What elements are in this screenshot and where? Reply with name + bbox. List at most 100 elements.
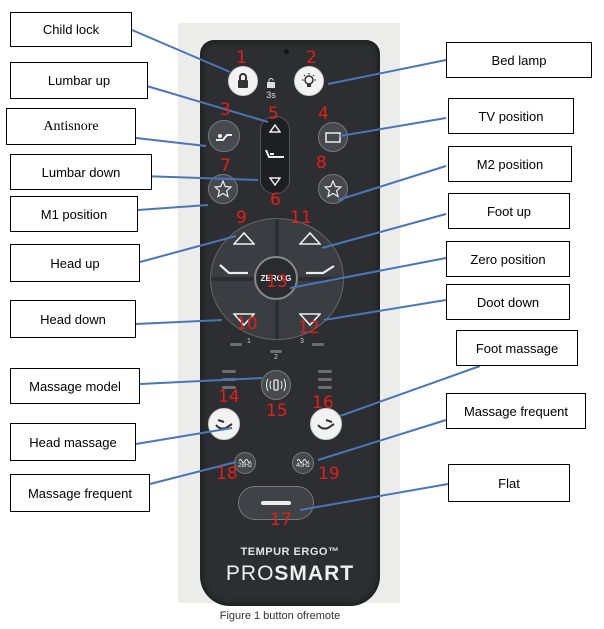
indicator-3: [312, 343, 324, 346]
indicator-1: [230, 343, 242, 346]
foot-bed-icon: [306, 265, 335, 275]
figure-caption: Figure 1 button ofremote: [219, 610, 341, 622]
zero-g-label: ZERO G: [260, 273, 292, 283]
leader-bed-lamp: [327, 59, 447, 85]
massage-mode-button[interactable]: [261, 370, 291, 400]
leader-head-massage: [135, 427, 233, 445]
foot-massage-level-1: [318, 370, 332, 373]
foot-massage-icon: [317, 419, 335, 430]
leader-foot-down: [323, 299, 447, 321]
unlock-timer-icon: 3s: [262, 78, 280, 108]
leader-m2: [337, 165, 447, 201]
brand-smart: SMART: [274, 562, 355, 585]
foot-massage-level-2: [318, 378, 332, 381]
tv-position-button[interactable]: [318, 122, 348, 152]
number-13: 13: [266, 272, 288, 292]
label-massage-frequent-right: Massage frequent: [446, 393, 586, 429]
lumbar-rocker: [260, 116, 290, 194]
foot-massage-button[interactable]: [310, 408, 342, 440]
leader-lumbar-down: [141, 175, 259, 181]
number-12: 12: [298, 318, 320, 338]
leader-head-up: [139, 235, 237, 263]
wave-icon: [297, 458, 309, 463]
leader-m1: [137, 204, 209, 211]
label-child-lock: Child lock: [10, 12, 132, 47]
child-lock-button[interactable]: [228, 66, 258, 96]
number-2: 2: [306, 48, 317, 68]
leader-flat: [299, 483, 449, 511]
freq-40hz-label: 40Hz: [295, 462, 310, 469]
flat-button[interactable]: [238, 486, 314, 520]
label-massage-model: Massage model: [10, 368, 140, 404]
bed-lamp-button[interactable]: [294, 66, 324, 96]
head-up-arrow-icon[interactable]: [233, 231, 255, 245]
ir-sensor: [284, 49, 289, 54]
label-zero-position: Zero position: [446, 241, 570, 277]
lumbar-down-icon[interactable]: [269, 177, 281, 187]
lock-timer-label: 3s: [266, 90, 276, 100]
lumbar-up-icon[interactable]: [269, 123, 281, 133]
wave-icon: [239, 458, 251, 463]
indicator-3-label: 3: [300, 338, 304, 345]
number-3: 3: [220, 100, 231, 120]
leader-foot-up: [321, 213, 447, 249]
indicator-2-label: 2: [274, 354, 278, 361]
number-6: 6: [270, 190, 281, 210]
antisnore-button[interactable]: [208, 120, 240, 152]
leader-freq-left: [149, 461, 237, 485]
label-m2-position: M2 position: [448, 146, 572, 182]
label-head-massage: Head massage: [10, 423, 136, 461]
star-1-icon: [214, 180, 232, 198]
number-15: 15: [266, 401, 288, 421]
vibration-icon: [266, 378, 286, 392]
number-7: 7: [220, 156, 231, 176]
leader-zero: [289, 257, 447, 289]
foot-down-arrow-icon[interactable]: [299, 313, 321, 327]
freq-28hz-label: 28Hz: [237, 462, 252, 469]
flat-bar-icon: [261, 501, 291, 505]
head-massage-button[interactable]: [208, 408, 240, 440]
number-11: 11: [290, 208, 312, 228]
lamp-icon: [302, 73, 316, 87]
zero-g-button[interactable]: ZERO G: [254, 256, 298, 300]
antisnore-icon: [216, 134, 232, 141]
label-flat: Flat: [448, 464, 570, 502]
leader-lumbar-up: [139, 83, 269, 123]
number-14: 14: [218, 387, 240, 407]
foot-up-arrow-icon[interactable]: [299, 231, 321, 245]
label-doot-down: Doot down: [446, 284, 570, 320]
label-m1-position: M1 position: [10, 196, 138, 232]
label-foot-massage: Foot massage: [456, 330, 578, 366]
head-massage-level-1: [222, 370, 236, 373]
label-head-down: Head down: [10, 300, 136, 338]
lock-icon: [238, 73, 248, 88]
label-lumbar-up: Lumbar up: [10, 62, 148, 99]
number-8: 8: [316, 153, 327, 173]
head-down-arrow-icon[interactable]: [233, 313, 255, 327]
head-massage-level-3: [222, 386, 236, 389]
leader-massage-model: [139, 377, 263, 385]
label-foot-up: Foot up: [448, 193, 570, 229]
number-19: 19: [318, 464, 340, 484]
massage-frequency-28hz-button[interactable]: 28Hz: [234, 452, 256, 474]
indicator-1-label: 1: [247, 338, 251, 345]
number-16: 16: [312, 393, 334, 413]
lumbar-icon: [265, 149, 284, 158]
leader-antisnore: [135, 137, 207, 147]
number-10: 10: [236, 314, 258, 334]
number-1: 1: [236, 48, 247, 68]
leader-freq-right: [317, 419, 447, 461]
label-lumbar-down: Lumbar down: [10, 154, 152, 190]
brand-line-1: TEMPUR ERGO™: [240, 546, 340, 558]
foot-massage-level-3: [318, 386, 332, 389]
leader-foot-massage: [339, 365, 481, 417]
leader-head-down: [135, 319, 223, 325]
leader-tv: [339, 117, 447, 137]
number-5: 5: [268, 104, 279, 124]
label-bed-lamp: Bed lamp: [446, 42, 592, 78]
massage-frequency-40hz-button[interactable]: 40Hz: [292, 452, 314, 474]
label-head-up: Head up: [10, 244, 140, 282]
number-9: 9: [236, 208, 247, 228]
label-tv-position: TV position: [448, 98, 574, 134]
